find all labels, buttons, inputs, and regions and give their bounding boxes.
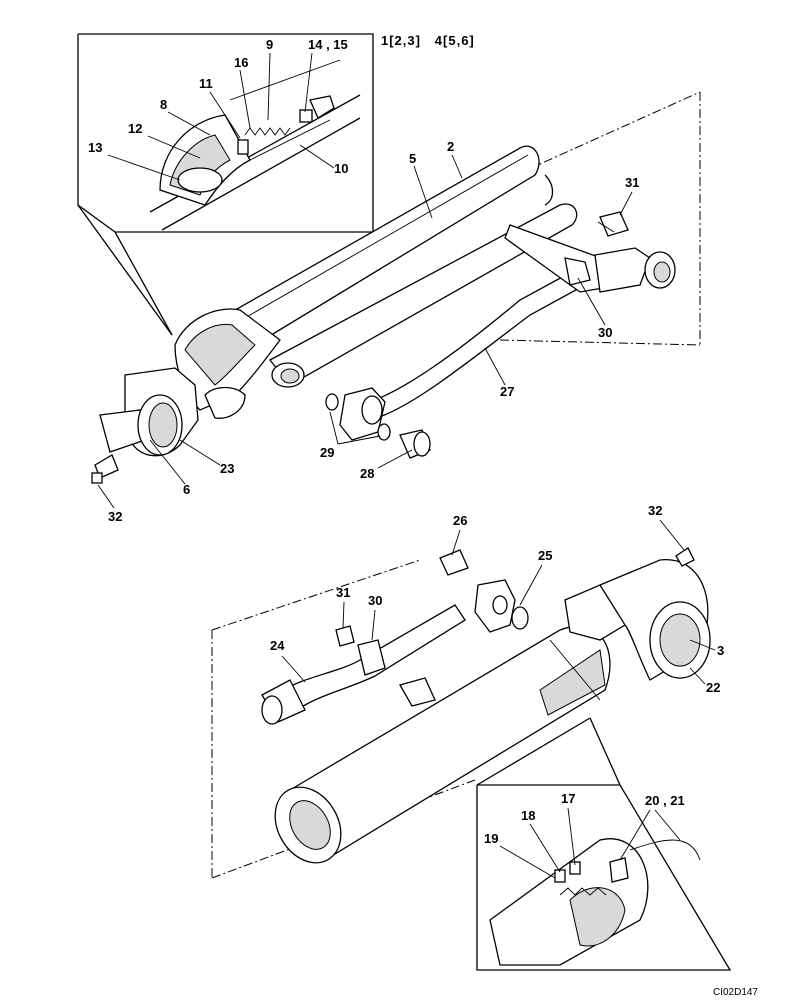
figure-code: CI02D147 [713, 987, 758, 998]
bottom-detail-inset [476, 717, 732, 971]
label-31-top: 31 [625, 175, 639, 190]
upper-cylinder-rod [91, 145, 578, 484]
top-inset-labels: 9 14 , 15 16 11 8 12 13 10 [88, 37, 348, 181]
label-24: 24 [270, 638, 285, 653]
label-22: 22 [706, 680, 720, 695]
label-9: 9 [266, 37, 273, 52]
label-6: 6 [183, 482, 190, 497]
label-12: 12 [128, 121, 142, 136]
label-19: 19 [484, 831, 498, 846]
upper-labels: 5 2 31 30 27 29 28 23 6 32 [97, 139, 639, 524]
label-16: 16 [234, 55, 248, 70]
header-part-code: 1[2,3] 4[5,6] [381, 33, 475, 48]
label-23: 23 [220, 461, 234, 476]
label-31-bottom: 31 [336, 585, 350, 600]
label-11: 11 [199, 76, 213, 91]
lower-cylinder-tube [261, 547, 711, 864]
label-5: 5 [409, 151, 416, 166]
upper-hose-assembly [325, 211, 676, 459]
label-10: 10 [334, 161, 348, 176]
label-18: 18 [521, 808, 535, 823]
label-20-21: 20 , 21 [645, 793, 685, 808]
label-32-left: 32 [108, 509, 122, 524]
label-32-right: 32 [648, 503, 662, 518]
lower-labels: 26 25 32 31 30 24 3 22 17 18 19 20 , 21 [270, 503, 724, 879]
label-14-15: 14 , 15 [308, 37, 348, 52]
label-25: 25 [538, 548, 552, 563]
top-detail-inset [77, 33, 374, 336]
label-30-top: 30 [598, 325, 612, 340]
label-26: 26 [453, 513, 467, 528]
label-13: 13 [88, 140, 102, 155]
label-8: 8 [160, 97, 167, 112]
label-2: 2 [447, 139, 454, 154]
label-28: 28 [360, 466, 374, 481]
label-30-bottom: 30 [368, 593, 382, 608]
label-27: 27 [500, 384, 514, 399]
label-17: 17 [561, 791, 575, 806]
label-3: 3 [717, 643, 724, 658]
label-29: 29 [320, 445, 334, 460]
